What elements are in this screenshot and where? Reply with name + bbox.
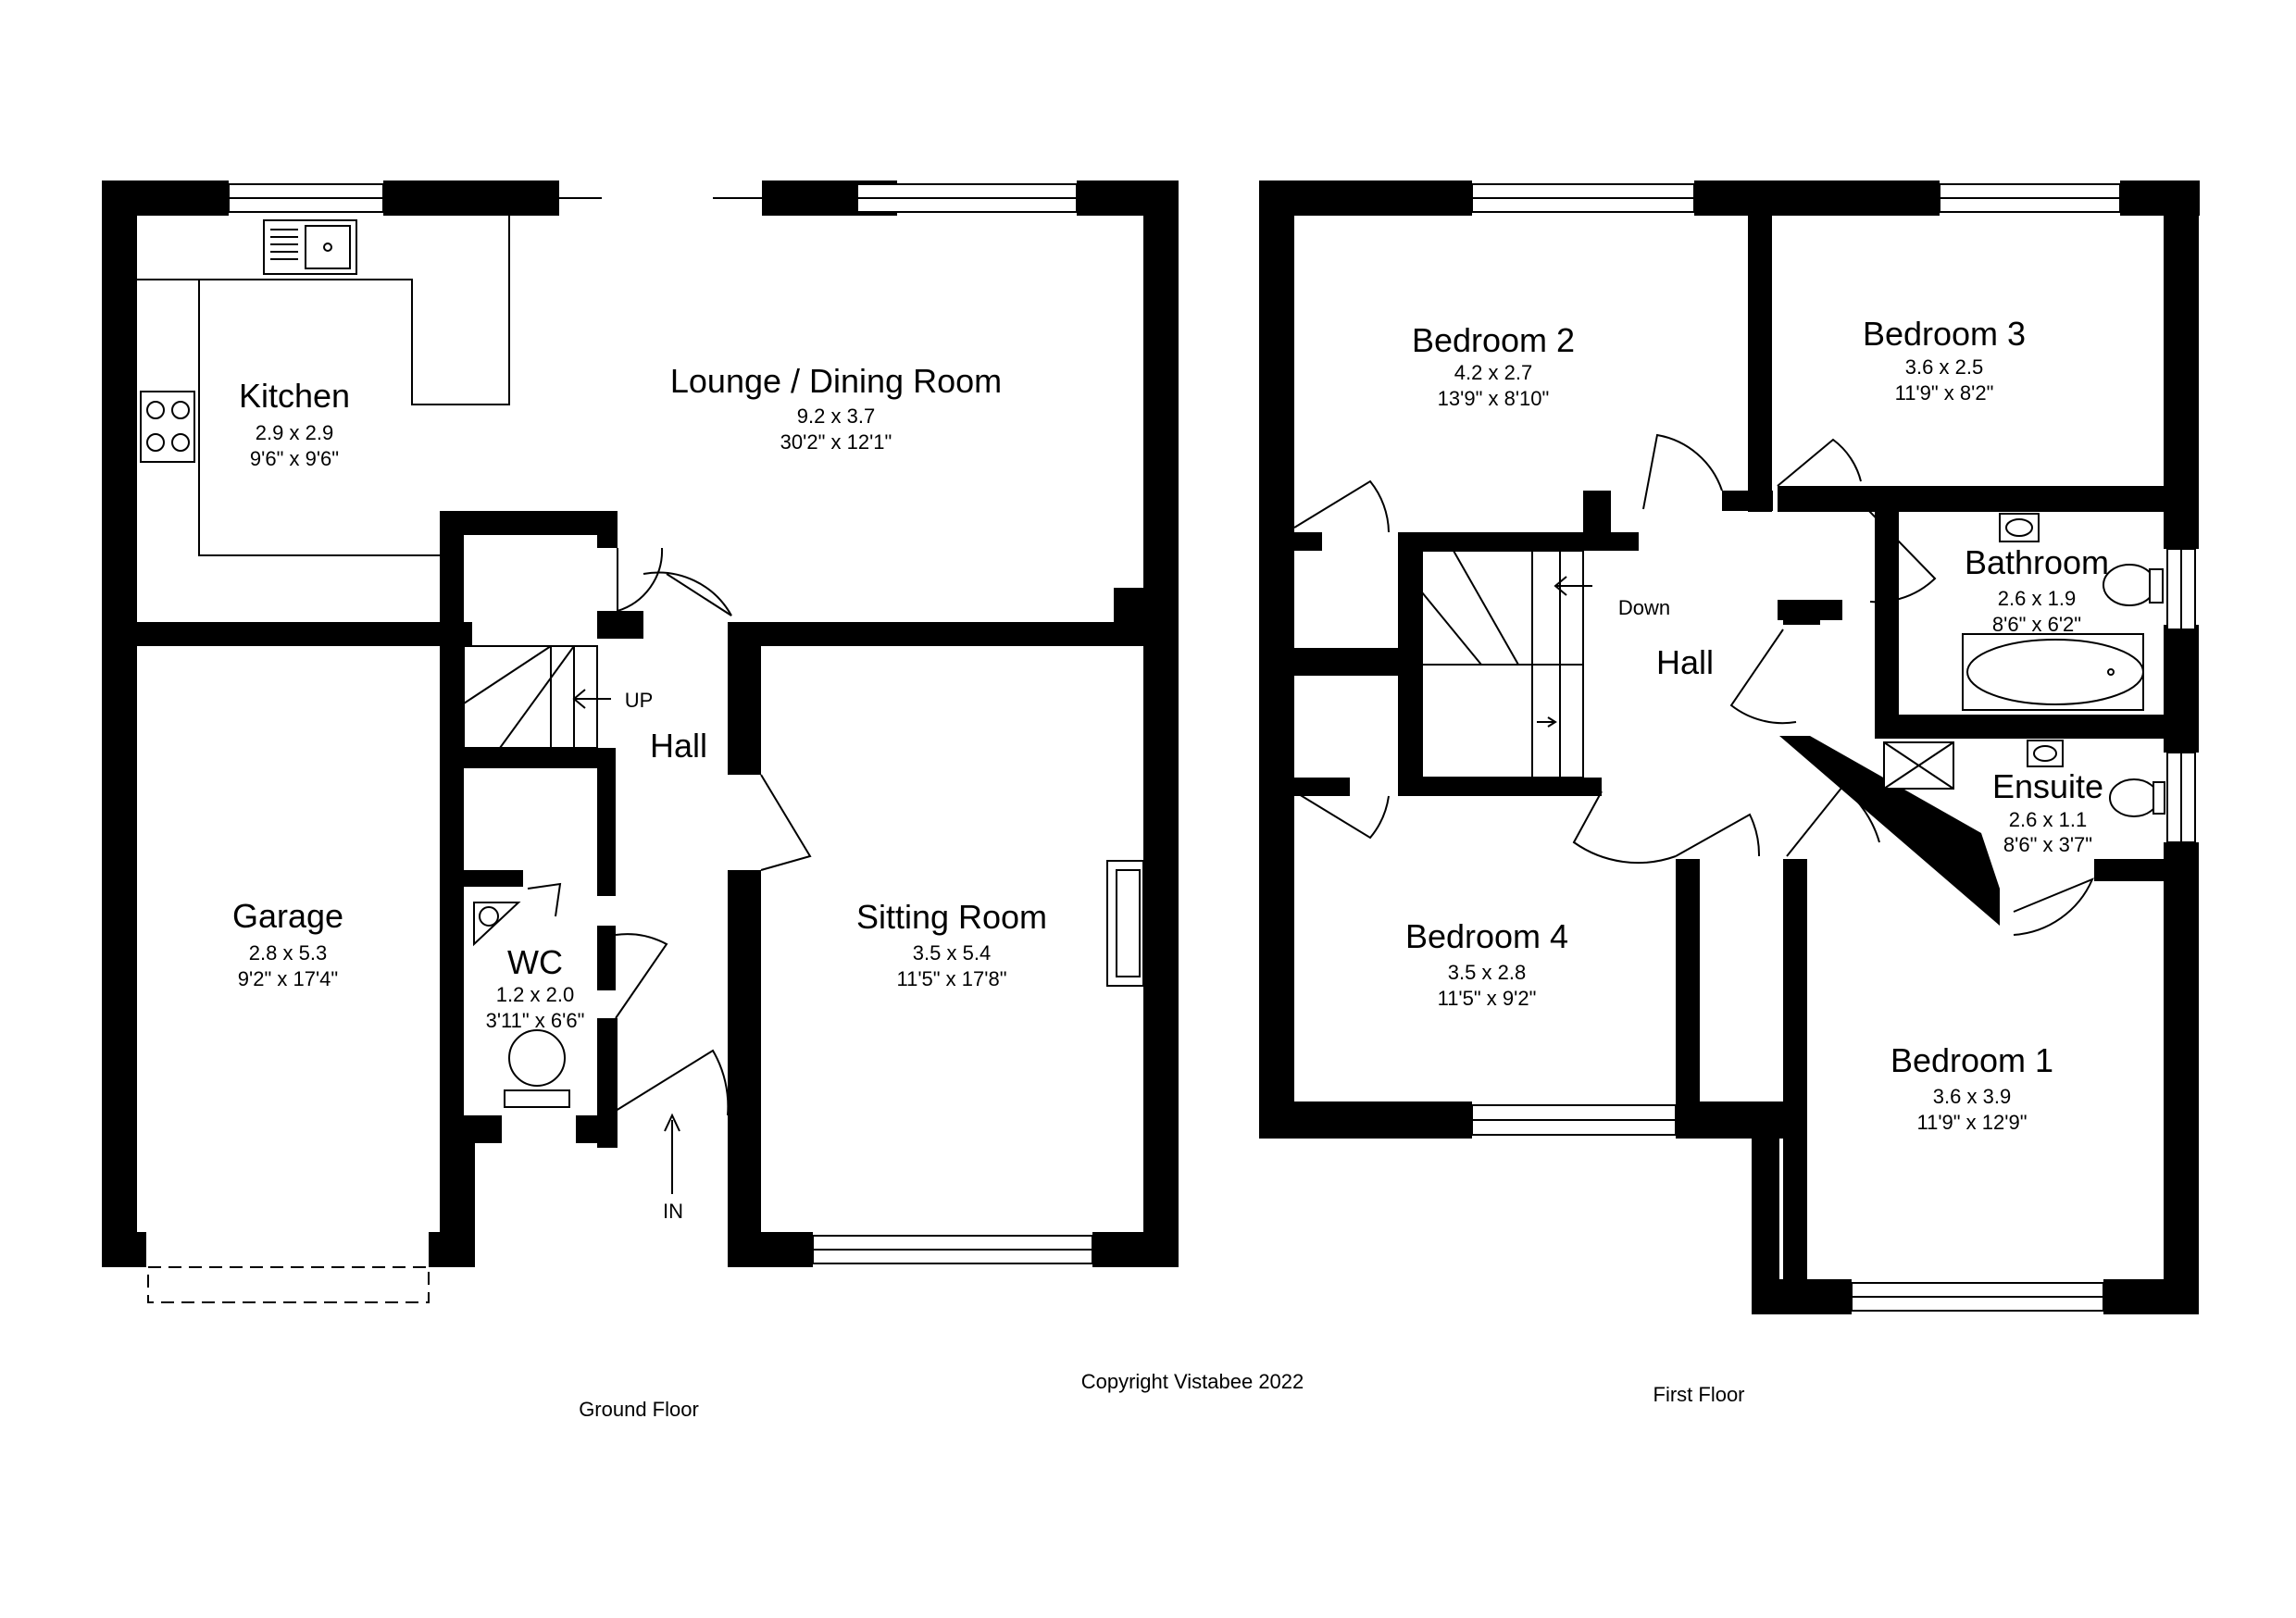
- bedroom3-imperial: 11'9" x 8'2": [1895, 381, 1994, 404]
- bedroom1-name: Bedroom 1: [1890, 1041, 2053, 1079]
- toilet-icon: [504, 1029, 570, 1108]
- ground-floor-doors: [527, 547, 812, 1194]
- first-floor-windows: [1471, 183, 2196, 1312]
- bathroom-toilet-icon: [2103, 564, 2164, 606]
- bathroom-basin-icon: [1999, 513, 2040, 542]
- bedroom1-metric: 3.6 x 3.9: [1933, 1085, 2011, 1108]
- first-floor-fixtures: [1293, 433, 2165, 936]
- ground-floor-fixtures: [137, 216, 812, 1194]
- ground-floor-windows: [147, 183, 1144, 1303]
- ensuite-name: Ensuite: [1992, 767, 2103, 805]
- ensuite-metric: 2.6 x 1.1: [2009, 808, 2087, 831]
- bedroom3-name: Bedroom 3: [1863, 315, 2026, 353]
- bedroom1-imperial: 11'9" x 12'9": [1916, 1111, 2027, 1134]
- entrance-label: IN: [663, 1200, 683, 1223]
- lounge-name: Lounge / Dining Room: [670, 362, 1002, 400]
- lounge-imperial: 30'2" x 12'1": [780, 430, 892, 454]
- bath-icon: [1962, 633, 2144, 711]
- bathroom-metric: 2.6 x 1.9: [1998, 587, 2076, 610]
- bedroom2-name: Bedroom 2: [1412, 321, 1575, 359]
- bedroom4-imperial: 11'5" x 9'2": [1438, 987, 1537, 1010]
- bedroom4-name: Bedroom 4: [1405, 917, 1568, 955]
- sitting-room-name: Sitting Room: [856, 898, 1047, 936]
- first-floor-walls: [1259, 180, 2200, 1314]
- hob-icon: [140, 391, 195, 463]
- garage-name: Garage: [232, 897, 343, 935]
- sitting-room-metric: 3.5 x 5.4: [913, 941, 991, 965]
- stairs-down: [1421, 550, 1592, 778]
- ground-floor-caption: Ground Floor: [579, 1398, 699, 1421]
- garage-door: [147, 1266, 430, 1303]
- fireplace-icon: [1106, 860, 1144, 987]
- stairs-up-label: UP: [625, 689, 654, 712]
- wc-imperial: 3'11" x 6'6": [486, 1009, 585, 1032]
- wc-name: WC: [507, 943, 563, 981]
- stairs-up: [463, 645, 611, 749]
- kitchen-imperial: 9'6" x 9'6": [250, 447, 339, 470]
- shower-icon: [1883, 741, 1954, 790]
- sink-icon: [263, 219, 357, 275]
- ground-floor-walls: [102, 180, 1179, 1267]
- first-hall-name: Hall: [1656, 643, 1714, 681]
- sitting-room-imperial: 11'5" x 17'8": [896, 967, 1006, 990]
- bedroom4-metric: 3.5 x 2.8: [1448, 961, 1526, 984]
- ensuite-imperial: 8'6" x 3'7": [2003, 833, 2092, 856]
- wc-metric: 1.2 x 2.0: [496, 983, 574, 1006]
- stairs-down-label: Down: [1618, 596, 1670, 619]
- garage-metric: 2.8 x 5.3: [249, 941, 327, 965]
- ensuite-basin-icon: [2027, 740, 2064, 767]
- first-floor-caption: First Floor: [1653, 1383, 1745, 1406]
- kitchen-name: Kitchen: [239, 377, 350, 415]
- ensuite-toilet-icon: [2109, 778, 2165, 817]
- first-floor-doors: [1293, 433, 2094, 936]
- lounge-metric: 9.2 x 3.7: [797, 404, 875, 428]
- first-floor: Bedroom 2 4.2 x 2.7 13'9" x 8'10" Bedroo…: [1259, 180, 2200, 1406]
- garage-imperial: 9'2" x 17'4": [238, 967, 338, 990]
- bedroom2-imperial: 13'9" x 8'10": [1438, 387, 1550, 410]
- ground-floor: Kitchen 2.9 x 2.9 9'6" x 9'6" Lounge / D…: [102, 180, 1179, 1421]
- kitchen-metric: 2.9 x 2.9: [256, 421, 333, 444]
- bedroom2-metric: 4.2 x 2.7: [1454, 361, 1532, 384]
- bedroom3-metric: 3.6 x 2.5: [1905, 355, 1983, 379]
- copyright-notice: Copyright Vistabee 2022: [1081, 1370, 1304, 1393]
- bathroom-name: Bathroom: [1965, 543, 2109, 581]
- wc-basin-icon: [473, 902, 521, 947]
- ground-hall-name: Hall: [650, 727, 707, 765]
- bathroom-imperial: 8'6" x 6'2": [1992, 613, 2081, 636]
